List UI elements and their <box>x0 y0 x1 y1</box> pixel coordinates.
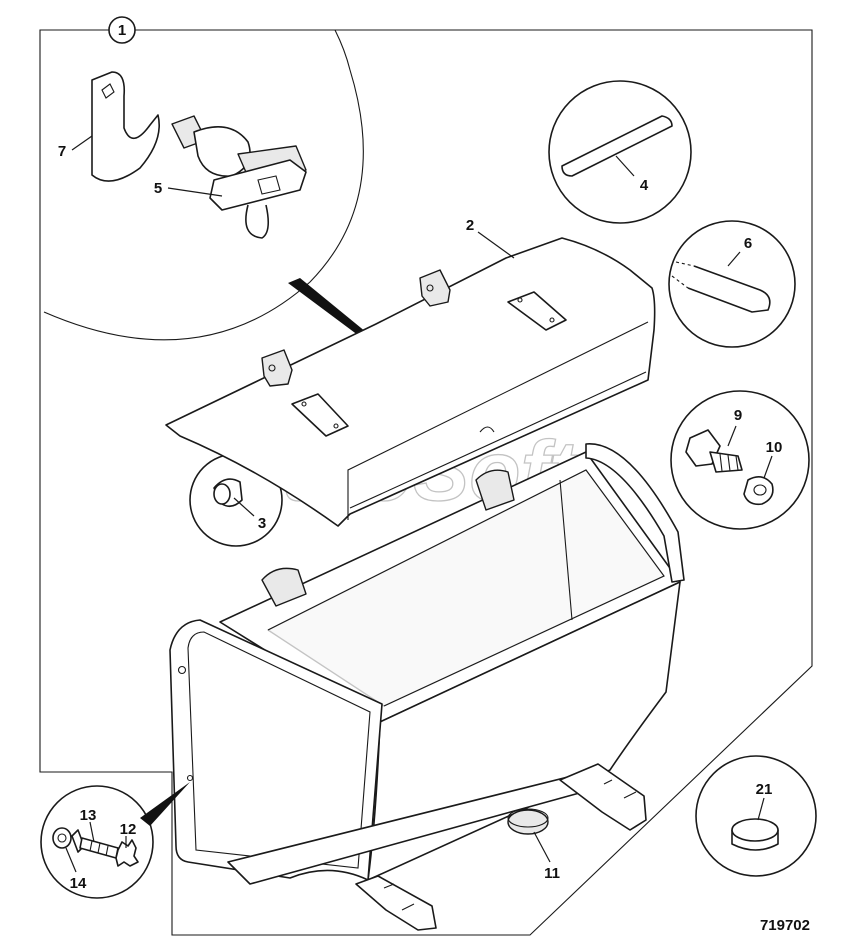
callout-1-circle <box>108 16 136 44</box>
callout-12: 12 <box>120 821 137 838</box>
callout-1: 1 <box>118 22 126 39</box>
washer-part <box>52 827 72 849</box>
nut-part <box>743 476 774 506</box>
callout-13: 13 <box>80 807 97 824</box>
cap-part <box>731 818 779 851</box>
screw-part <box>71 829 119 859</box>
detail-circle-bolt-nut <box>670 390 810 530</box>
callout-2: 2 <box>466 217 474 234</box>
lock-cylinder-part <box>171 115 307 239</box>
figure-number: 719702 <box>760 917 810 934</box>
seal-strip-part <box>671 261 771 313</box>
grommet-part <box>507 808 549 835</box>
detail-circle-cap <box>695 755 817 877</box>
bolt-part <box>685 429 743 473</box>
clip-nut-part <box>115 839 139 867</box>
callout-21: 21 <box>756 781 773 798</box>
rod-part <box>561 115 673 177</box>
callout-6: 6 <box>744 235 752 252</box>
callout-5: 5 <box>154 180 162 197</box>
assembly-frame <box>39 29 813 936</box>
callout-3: 3 <box>258 515 266 532</box>
callout-10: 10 <box>766 439 783 456</box>
hook-latch-part <box>91 71 160 182</box>
callout-9: 9 <box>734 407 742 424</box>
leader-lines <box>65 135 773 873</box>
callout-11: 11 <box>544 865 560 882</box>
box-body-part <box>169 443 685 931</box>
fixing-pointer <box>140 782 190 826</box>
lid-part <box>165 237 656 527</box>
callout-4: 4 <box>640 177 649 194</box>
callout-14: 14 <box>70 875 87 892</box>
callout-7: 7 <box>58 143 66 160</box>
